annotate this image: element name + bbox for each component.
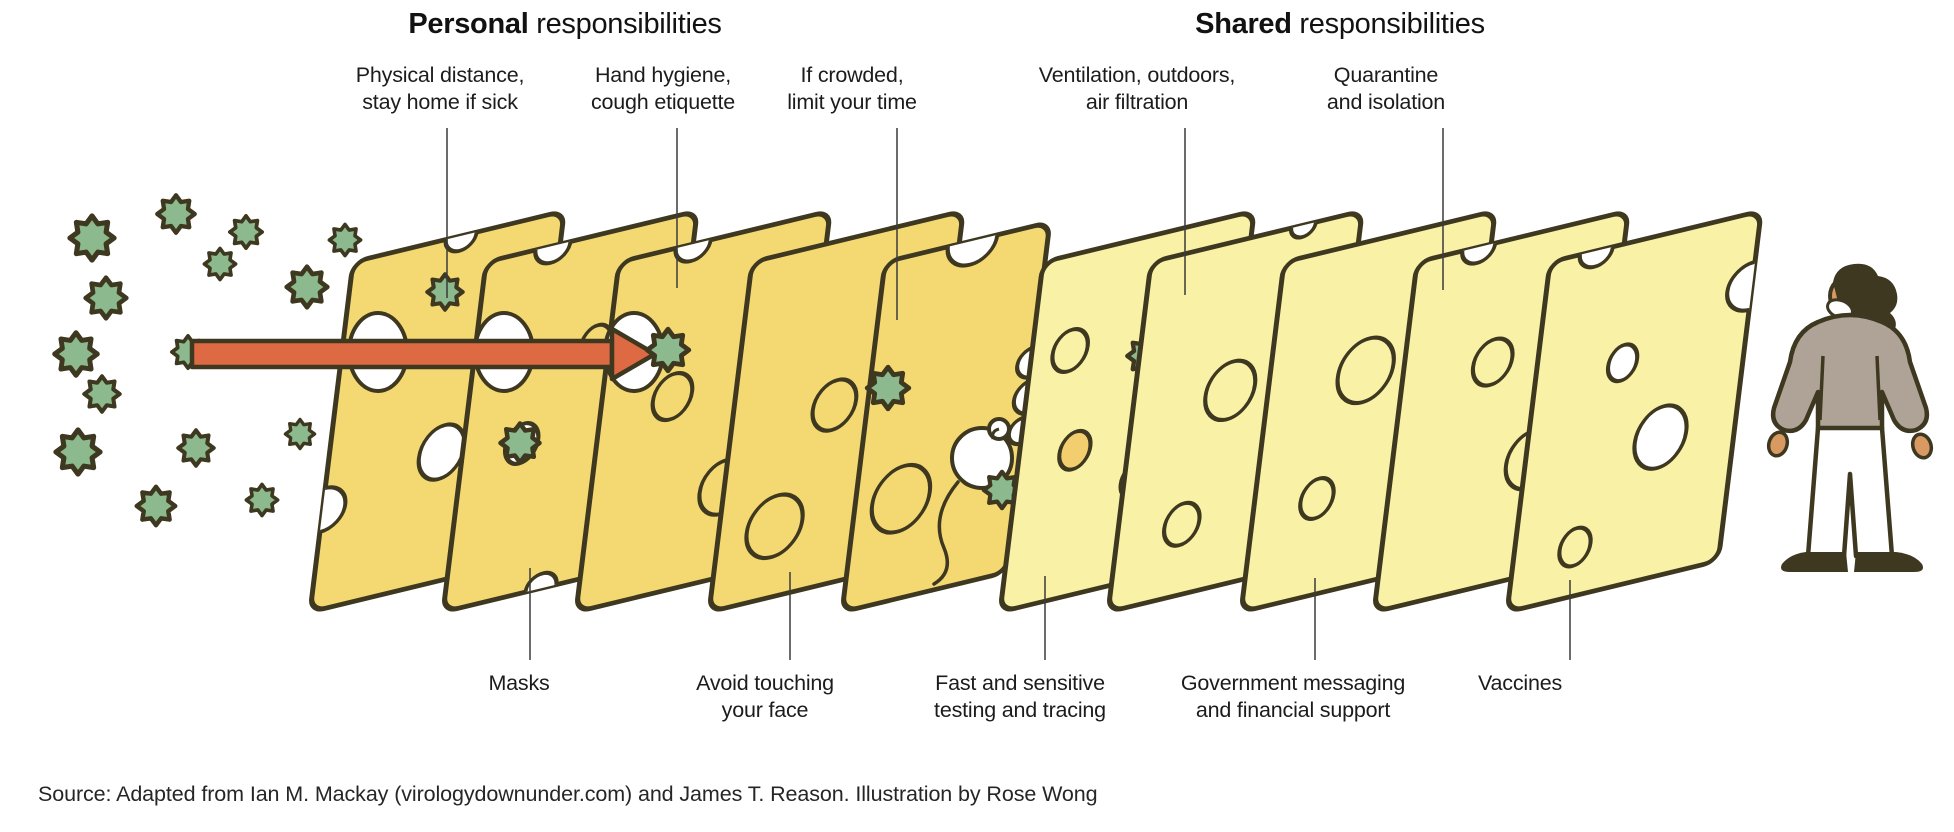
personal-responsibilities-title: Personal responsibilities xyxy=(408,8,722,41)
virus-on-slice-5 xyxy=(867,367,909,409)
label-quarantine: Quarantine and isolation xyxy=(1326,63,1446,115)
person-shoe-right xyxy=(1854,552,1923,572)
personal-title-rest: responsibilities xyxy=(528,8,722,40)
virus-on-slice-2 xyxy=(427,274,462,309)
label-ventilation: Ventilation, outdoors, air filtration xyxy=(1038,63,1236,115)
virus-on-slice-2b xyxy=(501,424,540,463)
mouse-icon xyxy=(932,417,1014,586)
person-shoe-left xyxy=(1781,552,1848,572)
shared-responsibilities-title: Shared responsibilities xyxy=(1195,8,1485,41)
label-avoid-touching-face: Avoid touching your face xyxy=(696,671,834,723)
shared-title-rest: responsibilities xyxy=(1291,8,1485,40)
label-vaccines: Vaccines xyxy=(1477,671,1563,695)
connector-lines xyxy=(446,128,1571,660)
person-figure xyxy=(1766,263,1934,572)
virus-on-slice-1b xyxy=(327,222,363,258)
label-hand-hygiene: Hand hygiene, cough etiquette xyxy=(590,63,736,115)
label-physical-distance: Physical distance, stay home if sick xyxy=(355,63,525,115)
virus-on-slice-1 xyxy=(287,267,328,308)
person-sweater xyxy=(1770,312,1930,437)
person-hand-right xyxy=(1910,432,1934,460)
transmission-arrow-icon xyxy=(189,326,658,382)
person-pants xyxy=(1805,425,1895,559)
personal-title-emphasis: Personal xyxy=(408,8,529,40)
shared-title-emphasis: Shared xyxy=(1195,8,1292,40)
label-masks: Masks xyxy=(488,671,550,695)
label-if-crowded: If crowded, limit your time xyxy=(787,63,917,115)
cheese-slice-vaccines xyxy=(1506,211,1763,612)
label-government-messaging: Government messaging and financial suppo… xyxy=(1180,671,1406,723)
source-credit: Source: Adapted from Ian M. Mackay (viro… xyxy=(38,782,1098,806)
person-hand-left xyxy=(1766,430,1790,458)
label-fast-testing: Fast and sensitive testing and tracing xyxy=(934,671,1106,723)
virus-at-arrowhead xyxy=(647,329,689,371)
